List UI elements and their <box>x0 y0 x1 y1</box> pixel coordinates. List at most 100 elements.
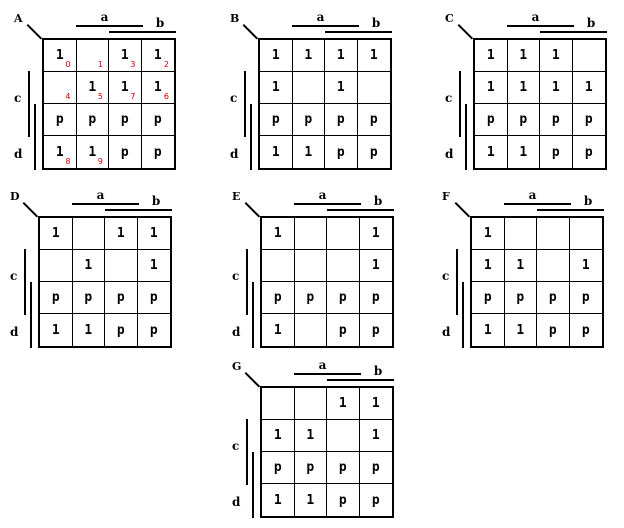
kmap-cell: 1 <box>76 40 109 72</box>
cell-value: p <box>149 290 158 305</box>
cell-value: p <box>88 112 97 127</box>
var-label-c: c <box>14 90 22 105</box>
kmap-cell: p <box>105 282 138 314</box>
cell-index: 6 <box>163 92 169 101</box>
var-bar-a <box>506 25 574 27</box>
kmap-cell <box>327 250 360 282</box>
cell-index: 4 <box>65 92 71 101</box>
cell-value: 1 <box>116 226 125 241</box>
kmap-cell: p <box>475 104 508 136</box>
kmap-cell: 1 <box>507 72 540 104</box>
cell-value: p <box>336 144 345 160</box>
var-bar-d <box>462 282 464 348</box>
kmap-cell: 1 <box>475 40 508 72</box>
map-label: F <box>442 190 450 203</box>
var-bar-d <box>250 104 252 170</box>
kmap-cell: p <box>260 104 293 136</box>
kmap-cell: 1 <box>359 420 392 452</box>
kmap-cell: 1 <box>357 40 390 72</box>
var-label-d: d <box>442 324 451 339</box>
kmap-cell: p <box>572 104 605 136</box>
kmap-cell: 1 <box>260 40 293 72</box>
var-bar-a <box>71 203 139 205</box>
map-label: A <box>14 12 23 25</box>
kmap-cell: 1 <box>540 72 573 104</box>
kmap-cell <box>357 72 390 104</box>
cell-value: 1 <box>271 48 280 63</box>
cell-value: 1 <box>84 322 93 338</box>
var-label-b: b <box>371 16 381 30</box>
cell-value: p <box>55 112 64 127</box>
var-bar-b <box>327 379 394 381</box>
var-bar-a <box>293 203 361 205</box>
kmap-cell: p <box>327 452 360 484</box>
kmap-cell <box>262 250 295 282</box>
cell-value: p <box>116 290 125 305</box>
var-label-a: a <box>100 10 109 24</box>
kmap-cell: 1 <box>359 218 392 250</box>
kmap-cell: 1 <box>262 420 295 452</box>
kmap-cell: p <box>262 282 295 314</box>
cell-value: 1 <box>336 48 345 63</box>
cell-value: 1 <box>338 396 347 411</box>
kmap-cell: 1 <box>137 250 170 282</box>
var-label-a: a <box>96 188 105 202</box>
kmap-cell: p <box>357 104 390 136</box>
kmap-cell: 1 <box>262 484 295 516</box>
kmap-cell <box>105 250 138 282</box>
cell-value: p <box>306 290 315 305</box>
kmap-cell: p <box>359 282 392 314</box>
cell-value: p <box>338 322 347 338</box>
cell-value: 1 <box>88 144 97 160</box>
cell-value: p <box>120 144 129 160</box>
kmap-cell: p <box>141 104 174 136</box>
kmap-cell: 1 <box>295 484 327 516</box>
cell-value: 1 <box>369 48 378 63</box>
kmap-cell: p <box>294 282 327 314</box>
var-bar-c-outer <box>456 249 458 315</box>
cell-value: 1 <box>519 144 528 160</box>
cell-value: p <box>273 460 282 475</box>
var-bar-c-outer <box>459 71 461 137</box>
var-bar-c-outer <box>246 419 248 485</box>
cell-value: 1 <box>273 322 282 338</box>
cell-index: 5 <box>97 92 103 101</box>
cell-value: p <box>584 144 593 160</box>
var-bar-a <box>291 25 359 27</box>
kmap-cell: p <box>507 104 540 136</box>
var-label-c: c <box>10 268 18 283</box>
var-label-b: b <box>583 194 593 208</box>
kmap-cell: 1 <box>325 72 358 104</box>
kmap-cell: 1 <box>507 40 540 72</box>
kmap-cell <box>327 218 360 250</box>
kmap-cell: 1 <box>294 420 327 452</box>
cell-value: 1 <box>486 144 495 160</box>
kmap-cell: 1 <box>262 218 295 250</box>
cell-value: 1 <box>519 48 528 63</box>
var-bar-b <box>537 209 604 211</box>
kmap-cell <box>292 72 325 104</box>
cell-value: 1 <box>306 428 315 443</box>
kmap-cell: p <box>570 314 603 346</box>
cell-value: 1 <box>51 322 60 338</box>
var-bar-c-outer <box>246 249 248 315</box>
kmap-cell: 1 <box>359 388 392 420</box>
var-label-c: c <box>232 268 240 283</box>
map-label: G <box>232 360 242 373</box>
var-label-c: c <box>442 268 450 283</box>
kmap-cell: 1 <box>540 40 573 72</box>
kmap-cell: 1 <box>292 40 325 72</box>
kmap-cell <box>294 218 327 250</box>
cell-value: p <box>548 322 557 338</box>
cell-value: 1 <box>84 258 93 273</box>
cell-value: 1 <box>483 322 492 338</box>
kmap-cell: p <box>540 104 573 136</box>
cell-value: 1 <box>483 226 492 241</box>
